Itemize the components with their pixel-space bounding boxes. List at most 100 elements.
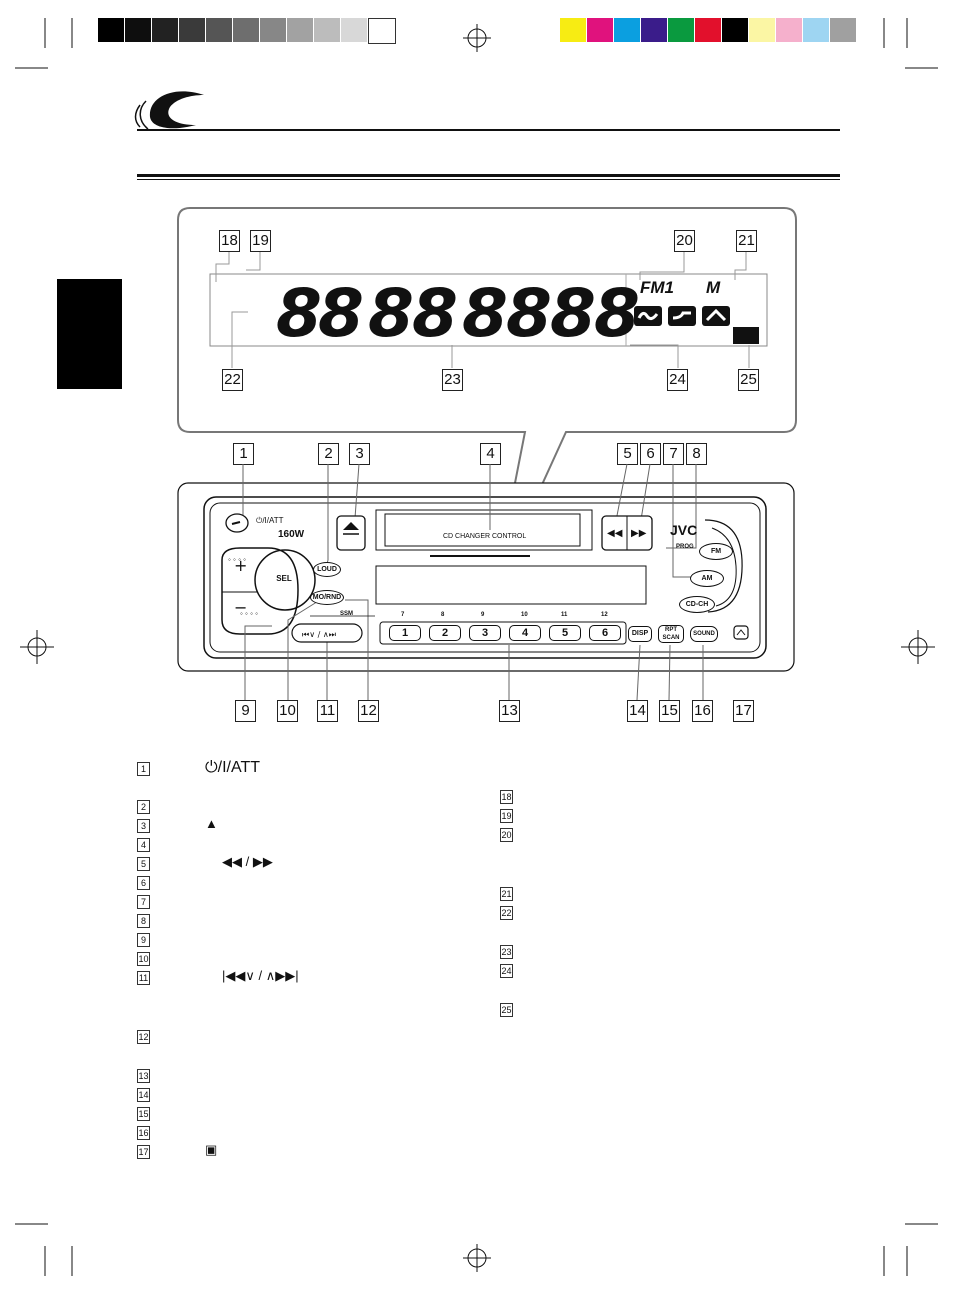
callout-2: 2 xyxy=(318,443,339,465)
graybar-swatch xyxy=(125,18,151,42)
preset-button-1[interactable]: 1 xyxy=(389,625,421,641)
colorbar-swatch xyxy=(830,18,856,42)
colorbar-swatch xyxy=(587,18,613,42)
lcd-sound-mode-icons xyxy=(634,306,730,326)
registration-target-bottom xyxy=(463,1244,491,1272)
callout-25: 25 xyxy=(738,369,759,391)
lcd-segment-3: 8 xyxy=(368,275,414,352)
legend-number: 17 xyxy=(137,1145,150,1159)
disp-button[interactable]: DISP xyxy=(628,626,652,642)
callout-10: 10 xyxy=(277,700,298,722)
title-rule-thin xyxy=(137,179,840,180)
colorbar-swatch xyxy=(560,18,586,42)
graybar-swatch xyxy=(179,18,205,42)
sound-button[interactable]: SOUND xyxy=(690,626,718,642)
legend-symbol: ⏻/I/ATT xyxy=(205,759,261,776)
legend-number: 3 xyxy=(137,819,150,833)
callout-18: 18 xyxy=(219,230,240,252)
legend-number: 13 xyxy=(137,1069,150,1083)
svg-text:+: + xyxy=(234,556,247,575)
lcd-mono-indicator: M xyxy=(706,278,721,297)
callout-11: 11 xyxy=(317,700,338,722)
callout-17: 17 xyxy=(733,700,754,722)
legend-number: 9 xyxy=(137,933,150,947)
graybar-swatch xyxy=(314,18,340,42)
fm-button[interactable]: FM xyxy=(699,543,733,560)
callout-20: 20 xyxy=(674,230,695,252)
legend-number: 24 xyxy=(500,964,513,978)
graybar-swatch xyxy=(287,18,313,42)
legend-number: 14 xyxy=(137,1088,150,1102)
callout-23: 23 xyxy=(442,369,463,391)
callout-21: 21 xyxy=(736,230,757,252)
power-label: ⏻/I/ATT xyxy=(256,516,284,525)
svg-text:▶▶: ▶▶ xyxy=(631,528,647,539)
loud-button[interactable]: LOUD xyxy=(313,562,341,577)
legend-symbol: |◀◀∨ / ∧▶▶| xyxy=(222,968,299,983)
am-button[interactable]: AM xyxy=(690,570,724,587)
lcd-segment-2: 8 xyxy=(318,275,364,352)
colorbar-swatch xyxy=(668,18,694,42)
legend-number: 6 xyxy=(137,876,150,890)
colorbar-swatch xyxy=(614,18,640,42)
head-unit-body: ◀◀ ▶▶ + − ◦ ◦ ◦ ◦ ◦ ◦ ◦ ◦ ⏮∨ ∕ ∧⏭ xyxy=(177,463,795,701)
legend-number: 7 xyxy=(137,895,150,909)
callout-13: 13 xyxy=(499,700,520,722)
legend-symbol: ▲ xyxy=(205,816,218,831)
callout-15: 15 xyxy=(659,700,680,722)
legend-symbol: ▣ xyxy=(205,1142,218,1157)
graybar-swatch xyxy=(260,18,286,42)
colorbar-swatch xyxy=(749,18,775,42)
mo-rnd-button[interactable]: MO/RND xyxy=(310,590,344,605)
legend-number: 19 xyxy=(500,809,513,823)
callout-19: 19 xyxy=(250,230,271,252)
preset-button-3[interactable]: 3 xyxy=(469,625,501,641)
preset-top-label: 12 xyxy=(601,612,608,618)
graybar-swatch xyxy=(233,18,259,42)
preset-button-5[interactable]: 5 xyxy=(549,625,581,641)
registration-target-right xyxy=(901,630,935,664)
callout-8: 8 xyxy=(686,443,707,465)
section-logo xyxy=(134,91,204,130)
legend-number: 15 xyxy=(137,1107,150,1121)
callout-5: 5 xyxy=(617,443,638,465)
legend-number: 12 xyxy=(137,1030,150,1044)
legend-number: 10 xyxy=(137,952,150,966)
cd-changer-label: CD CHANGER CONTROL xyxy=(443,533,527,540)
brand-label: JVC xyxy=(670,522,698,538)
watt-label: 160W xyxy=(278,529,305,540)
graybar-swatch xyxy=(341,18,367,42)
cd-ch-button[interactable]: CD-CH xyxy=(679,596,715,613)
callout-14: 14 xyxy=(627,700,648,722)
callout-9: 9 xyxy=(235,700,256,722)
preset-top-label: 9 xyxy=(481,612,485,618)
preset-button-6[interactable]: 6 xyxy=(589,625,621,641)
legend-number: 16 xyxy=(137,1126,150,1140)
legend-number: 23 xyxy=(500,945,513,959)
colorbar-swatch xyxy=(722,18,748,42)
registration-target-left xyxy=(20,630,54,664)
legend-number: 18 xyxy=(500,790,513,804)
colorbar-swatch xyxy=(695,18,721,42)
language-tab xyxy=(57,279,122,389)
registration-target-top xyxy=(463,24,491,52)
sel-button[interactable]: SEL xyxy=(276,574,292,583)
legend-number: 25 xyxy=(500,1003,513,1017)
legend-number: 21 xyxy=(500,887,513,901)
legend-symbol: ◀◀ / ▶▶ xyxy=(222,854,273,869)
preset-button-2[interactable]: 2 xyxy=(429,625,461,641)
legend-number: 2 xyxy=(137,800,150,814)
graybar-swatch xyxy=(98,18,124,42)
callout-24: 24 xyxy=(667,369,688,391)
svg-text:◦ ◦ ◦ ◦: ◦ ◦ ◦ ◦ xyxy=(228,555,246,564)
lcd-segment-1: 8 xyxy=(276,275,322,352)
graybar-swatch xyxy=(152,18,178,42)
callout-22: 22 xyxy=(222,369,243,391)
colorbar-swatch xyxy=(641,18,667,42)
callout-12: 12 xyxy=(358,700,379,722)
preset-button-4[interactable]: 4 xyxy=(509,625,541,641)
legend-number: 22 xyxy=(500,906,513,920)
preset-top-label: 10 xyxy=(521,612,528,618)
rpt-scan-button[interactable]: RPT SCAN xyxy=(658,625,684,643)
svg-text:⏮∨ ∕ ∧⏭: ⏮∨ ∕ ∧⏭ xyxy=(302,630,336,639)
